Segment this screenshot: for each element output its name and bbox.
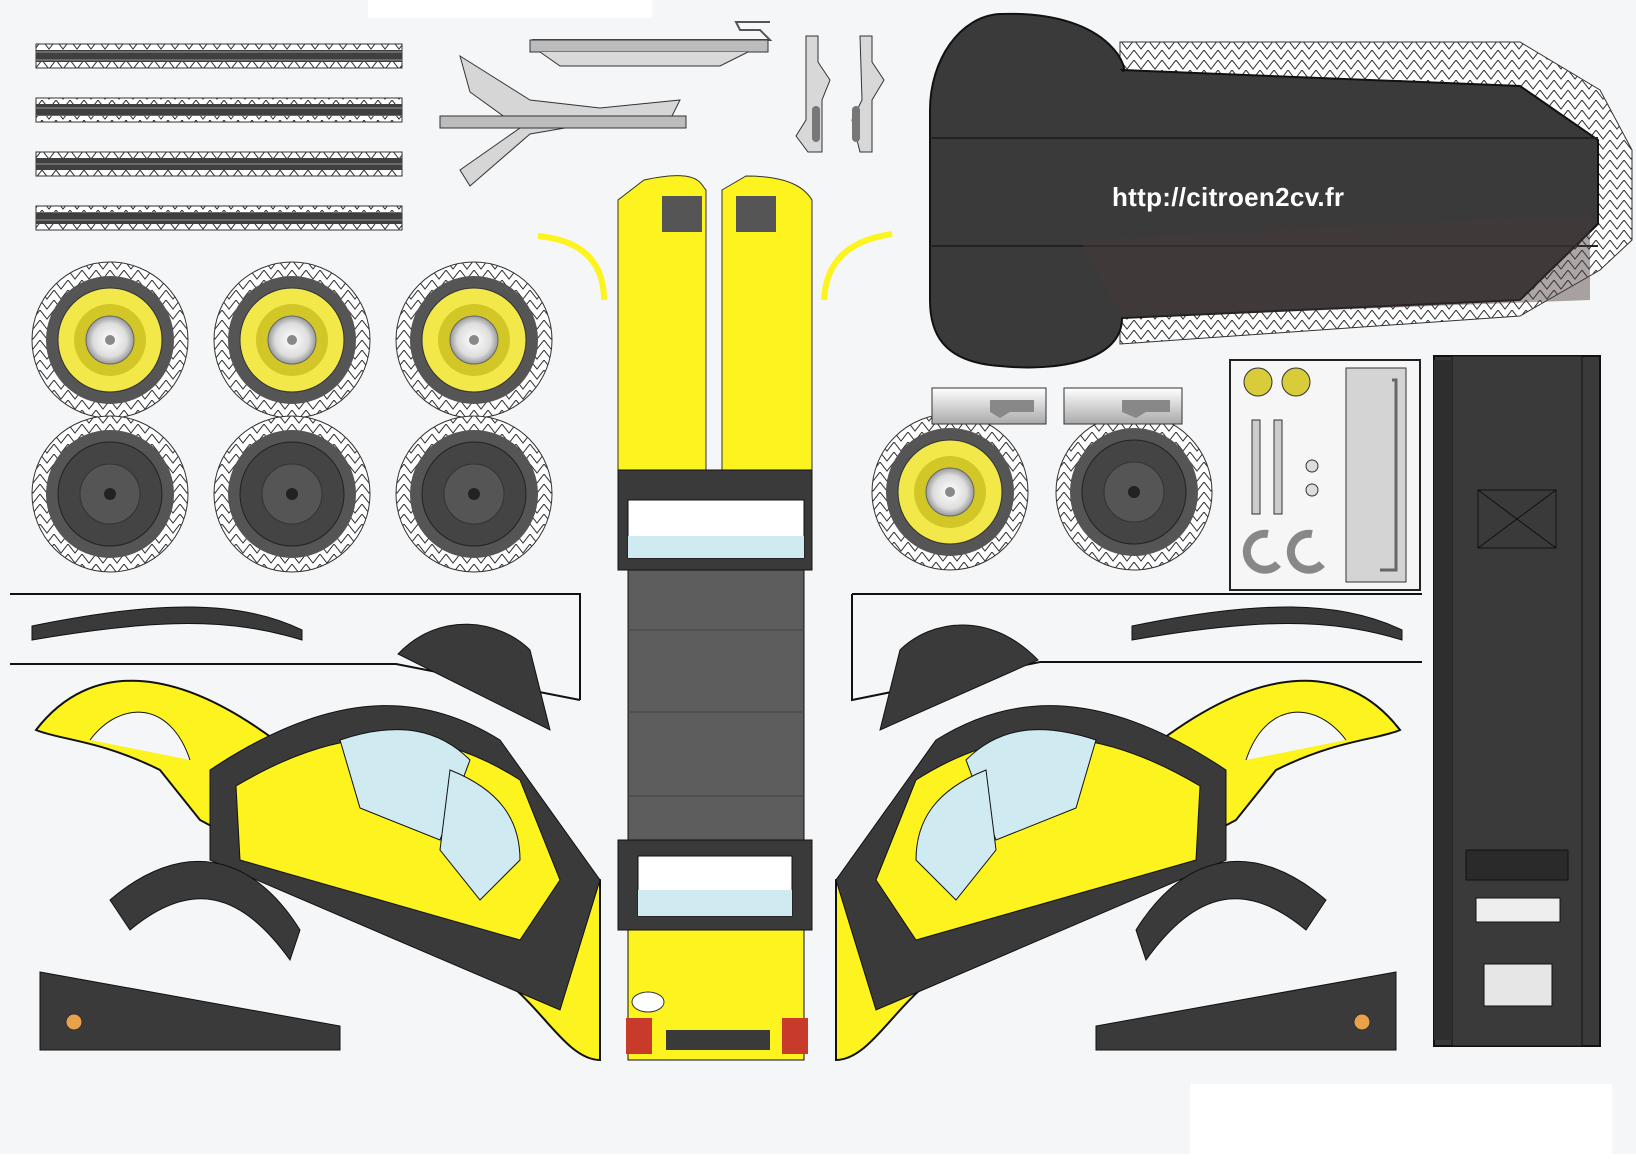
wheel-gray-4	[1055, 413, 1213, 571]
top-white-strip	[368, 0, 652, 18]
roof-canvas-piece	[929, 12, 1633, 369]
bracket-parts	[795, 35, 885, 153]
bottom-white-strip	[1190, 1084, 1612, 1154]
tread-strip-1	[35, 43, 403, 69]
floor-piece	[1433, 355, 1601, 1047]
wheel-yellow-3	[395, 261, 553, 419]
fender-arcs	[109, 860, 1327, 962]
wheels	[31, 261, 1213, 573]
tread-strip-2	[35, 97, 403, 123]
wheel-gray-3	[395, 415, 553, 573]
tread-strip-4	[35, 205, 403, 231]
tread-strip-3	[35, 151, 403, 177]
tread-strips	[35, 43, 403, 231]
central-body-piece	[537, 175, 893, 1061]
wheel-yellow-1	[31, 261, 189, 419]
quarter-panels	[397, 623, 1039, 731]
cut-guide-lines	[10, 593, 1422, 702]
small-parts-box	[1229, 359, 1421, 591]
wheel-yellow-4	[871, 413, 1029, 571]
wheel-gray-2	[213, 415, 371, 573]
wheel-gray-1	[31, 415, 189, 573]
left-side-body	[34, 679, 601, 1062]
handle-parts	[931, 387, 1183, 425]
website-watermark: http://citroen2cv.fr	[1112, 182, 1345, 212]
wheel-yellow-2	[213, 261, 371, 419]
mudguard-strips	[31, 606, 1403, 641]
running-boards	[39, 971, 1397, 1051]
right-side-body	[835, 679, 1402, 1062]
bumper-parts	[439, 21, 773, 187]
